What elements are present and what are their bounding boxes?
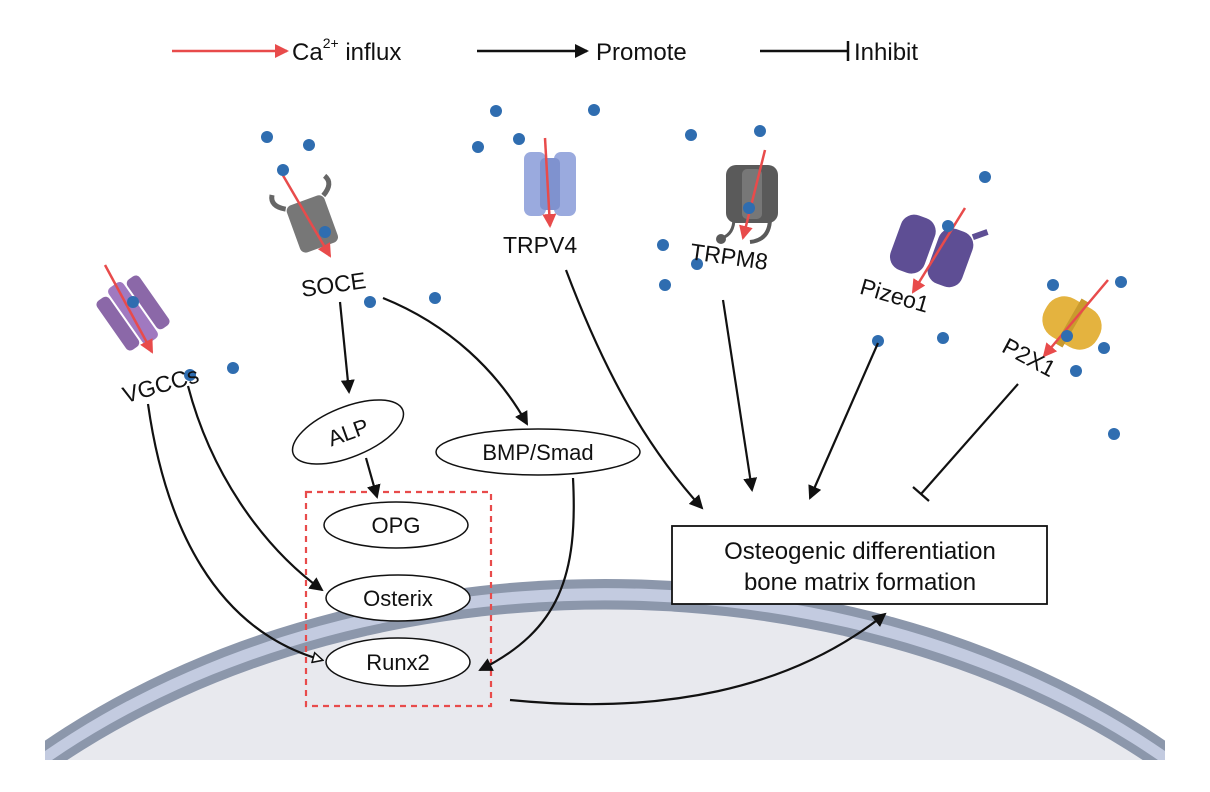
trpv4-ca-arrow bbox=[542, 137, 557, 228]
ca-ion bbox=[588, 104, 600, 116]
trpv4-label: TRPV4 bbox=[503, 232, 577, 258]
alp-node: ALP bbox=[291, 399, 405, 465]
ca-ion bbox=[277, 164, 289, 176]
alp-to-opg-arrow bbox=[364, 457, 381, 499]
p2x1-inhibit-bar bbox=[912, 486, 930, 502]
ca-ion bbox=[942, 220, 954, 232]
bmp-smad-label: BMP/Smad bbox=[482, 440, 593, 465]
osterix-node: Osterix bbox=[325, 574, 471, 622]
vgcc-to-runx2-arrow bbox=[146, 403, 322, 660]
ca-ion bbox=[490, 105, 502, 117]
runx2-label: Runx2 bbox=[366, 650, 430, 675]
soce-to-alp-arrow bbox=[338, 301, 355, 394]
trpv4-to-outcome-arrow bbox=[564, 269, 704, 510]
ca-ion bbox=[303, 139, 315, 151]
trpv4-channel-icon bbox=[524, 152, 576, 216]
ca-ion bbox=[937, 332, 949, 344]
ca-ion bbox=[227, 362, 239, 374]
inhibit-legend-label: Inhibit bbox=[854, 39, 918, 66]
outcome-line2: bone matrix formation bbox=[744, 569, 976, 596]
ca-ion bbox=[1070, 365, 1082, 377]
runx2-node: Runx2 bbox=[325, 637, 471, 687]
osterix-label: Osterix bbox=[363, 586, 433, 611]
ca-ion bbox=[659, 279, 671, 291]
ca-influx-legend-label: Ca2+ influx bbox=[292, 35, 401, 66]
ca-ion bbox=[184, 369, 196, 381]
piezo1-ca-arrow bbox=[911, 207, 967, 294]
ca-ion bbox=[743, 202, 755, 214]
outcome-box: Osteogenic differentiation bone matrix f… bbox=[671, 525, 1048, 605]
ca-ion bbox=[261, 131, 273, 143]
soce-ca-arrow bbox=[279, 171, 332, 258]
cell bbox=[45, 579, 1165, 760]
vgcc-ca-arrow bbox=[103, 264, 154, 354]
soce-channel-icon bbox=[269, 173, 338, 253]
opg-label: OPG bbox=[372, 513, 421, 538]
promote-legend-label: Promote bbox=[596, 39, 687, 66]
runx2-to-outcome-arrow bbox=[509, 612, 887, 706]
ca-influx-arrows bbox=[103, 137, 1109, 358]
transcription-factors-box bbox=[304, 490, 493, 708]
p2x1-to-outcome-inhibit bbox=[920, 383, 1019, 495]
ca-ion bbox=[1098, 342, 1110, 354]
piezo1-to-outcome-arrow bbox=[808, 342, 880, 500]
ca-ion bbox=[513, 133, 525, 145]
ca-ion bbox=[319, 226, 331, 238]
soce-label: SOCE bbox=[299, 267, 367, 302]
ca-ion bbox=[872, 335, 884, 347]
ca-ion bbox=[429, 292, 441, 304]
trpm8-to-outcome-arrow bbox=[721, 299, 758, 492]
opg-node: OPG bbox=[323, 501, 469, 549]
ca-ion bbox=[691, 258, 703, 270]
ca-ion bbox=[472, 141, 484, 153]
legend: Ca2+ influx Promote Inhibit bbox=[172, 35, 918, 66]
ca-ion bbox=[1061, 330, 1073, 342]
p2x1-ca-arrow bbox=[1042, 279, 1109, 358]
ca-ion bbox=[127, 296, 139, 308]
soce-to-bmp-arrow bbox=[382, 296, 528, 426]
ca-ion bbox=[979, 171, 991, 183]
vgcc-channel-icon bbox=[96, 275, 170, 351]
bmp-to-runx2-arrow bbox=[478, 477, 575, 671]
ca-ion bbox=[1108, 428, 1120, 440]
ca-ion bbox=[1047, 279, 1059, 291]
ca-ion bbox=[1115, 276, 1127, 288]
calcium-ions bbox=[127, 104, 1127, 440]
trpm8-label: TRPM8 bbox=[689, 238, 770, 275]
ca-ion bbox=[364, 296, 376, 308]
vgccs-label: VGCCs bbox=[120, 362, 202, 408]
piezo1-channel-icon bbox=[889, 214, 989, 288]
p2x1-label: P2X1 bbox=[998, 333, 1060, 382]
bmp-smad-node: BMP/Smad bbox=[435, 428, 641, 476]
trpm8-ca-arrow bbox=[739, 149, 767, 240]
ca-ion bbox=[754, 125, 766, 137]
pathway-arrows bbox=[146, 269, 1019, 706]
ca-ion bbox=[685, 129, 697, 141]
outcome-line1: Osteogenic differentiation bbox=[724, 538, 996, 565]
vgcc-to-osterix-arrow bbox=[186, 385, 324, 592]
ca-ion bbox=[657, 239, 669, 251]
cytoplasm bbox=[67, 609, 1143, 760]
